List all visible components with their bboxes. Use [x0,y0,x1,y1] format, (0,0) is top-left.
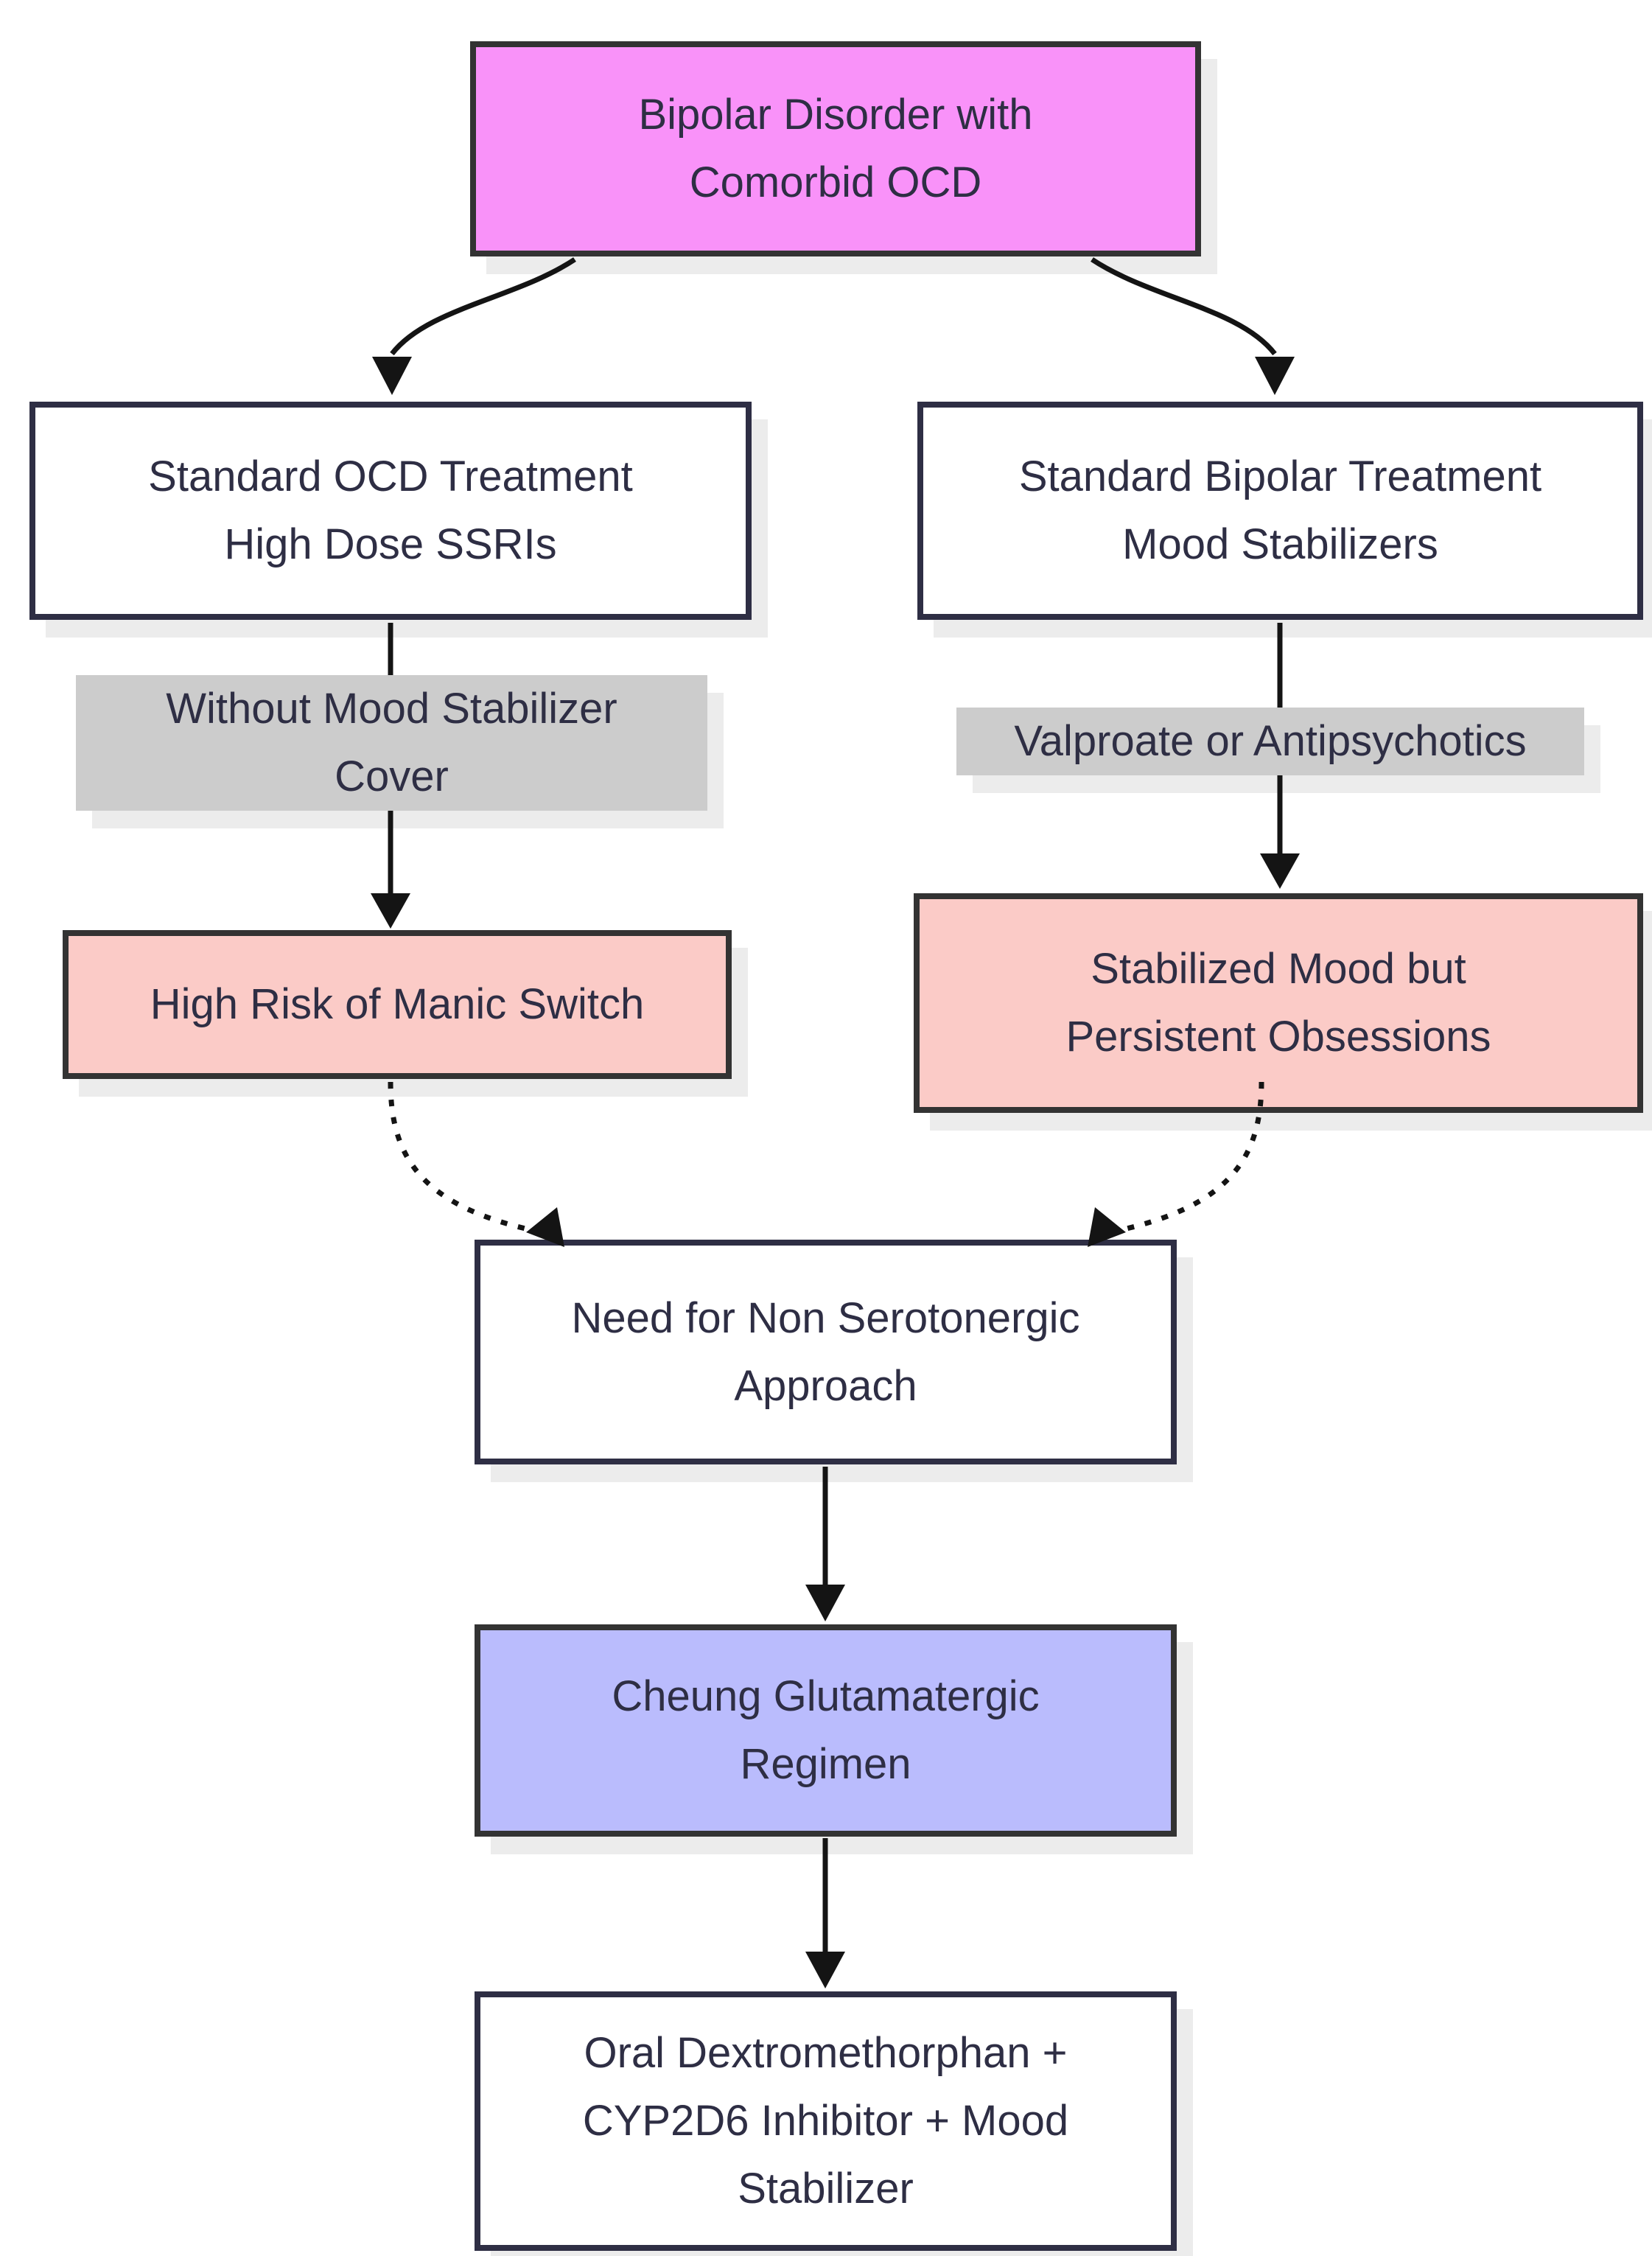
node-standard-ocd-treatment: Standard OCD Treatment High Dose SSRIs [29,402,752,620]
edge-root-to-standard-bipolar [1091,257,1295,395]
node-label-line: Cheung Glutamatergic [612,1672,1040,1720]
node-label-line: Stabilizer [738,2165,914,2213]
node-need-non-serotonergic-approach: Need for Non Serotonergic Approach [475,1240,1177,1464]
node-stabilized-mood-persistent-obsessions: Stabilized Mood but Persistent Obsession… [914,893,1643,1113]
edge-root-to-standard-ocd [372,257,576,395]
edge-need-to-cheung [805,1467,845,1621]
edge-high-risk-to-need [388,1081,564,1247]
node-bipolar-comorbid-ocd: Bipolar Disorder with Comorbid OCD [470,41,1201,256]
edge-label-line: Cover [335,752,449,800]
node-label-line: Standard OCD Treatment [148,453,633,500]
node-label-line: Mood Stabilizers [1122,520,1438,568]
node-label-line: Stabilized Mood but [1091,945,1466,993]
edge-label-without-mood-stabilizer-cover: Without Mood Stabilizer Cover [76,675,707,811]
node-label-line: Bipolar Disorder with [638,91,1033,139]
node-label-line: Regimen [740,1740,911,1788]
node-label-line: High Risk of Manic Switch [150,980,645,1028]
node-high-risk-manic-switch: High Risk of Manic Switch [63,930,732,1079]
edge-label-line: Valproate or Antipsychotics [1014,717,1527,765]
edge-label-line: Without Mood Stabilizer [166,685,617,733]
node-label-line: CYP2D6 Inhibitor + Mood [582,2097,1069,2145]
node-label-line: Need for Non Serotonergic [571,1293,1080,1342]
node-oral-dextromethorphan-regimen: Oral Dextromethorphan + CYP2D6 Inhibitor… [475,1991,1177,2251]
node-label-line: Standard Bipolar Treatment [1018,453,1542,500]
node-label-line: Approach [734,1361,917,1410]
node-label-line: Oral Dextromethorphan + [584,2029,1068,2077]
node-label-line: Persistent Obsessions [1065,1013,1491,1061]
node-cheung-glutamatergic-regimen: Cheung Glutamatergic Regimen [475,1624,1177,1837]
edge-label-valproate-or-antipsychotics: Valproate or Antipsychotics [956,708,1584,775]
node-label-line: High Dose SSRIs [224,520,557,568]
edge-cheung-to-final [805,1838,845,1988]
node-standard-bipolar-treatment: Standard Bipolar Treatment Mood Stabiliz… [917,402,1643,620]
node-label-line: Comorbid OCD [689,158,982,206]
